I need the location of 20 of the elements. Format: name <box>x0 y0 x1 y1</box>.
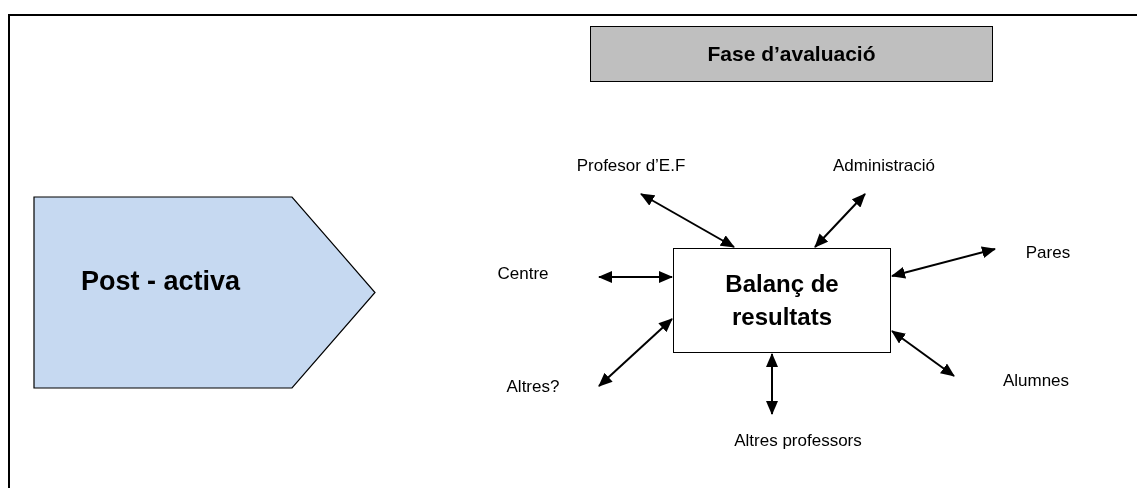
process-label: Balanç de resultats <box>724 269 840 332</box>
stakeholder-label: Altres? <box>492 375 574 399</box>
phase-label: Post - activa <box>81 266 241 297</box>
pentagon-arrow-shape <box>33 196 376 389</box>
stakeholder-label: Profesor d’E.F <box>550 154 712 178</box>
title-box <box>590 26 993 82</box>
process-box <box>673 248 891 353</box>
stakeholder-label: Altres professors <box>700 429 896 453</box>
double-arrow <box>598 318 673 387</box>
stakeholder-label: Pares <box>1016 241 1080 265</box>
double-arrow <box>891 330 955 377</box>
double-arrow <box>640 193 735 248</box>
stakeholder-label: Centre <box>484 262 562 286</box>
double-arrow <box>766 353 778 415</box>
title-text: Fase d’avaluació <box>707 42 876 66</box>
stakeholder-label: Administració <box>806 154 962 178</box>
double-arrow <box>814 193 866 248</box>
stakeholder-label: Alumnes <box>993 369 1079 393</box>
double-arrow <box>598 271 673 283</box>
double-arrow <box>891 246 996 279</box>
